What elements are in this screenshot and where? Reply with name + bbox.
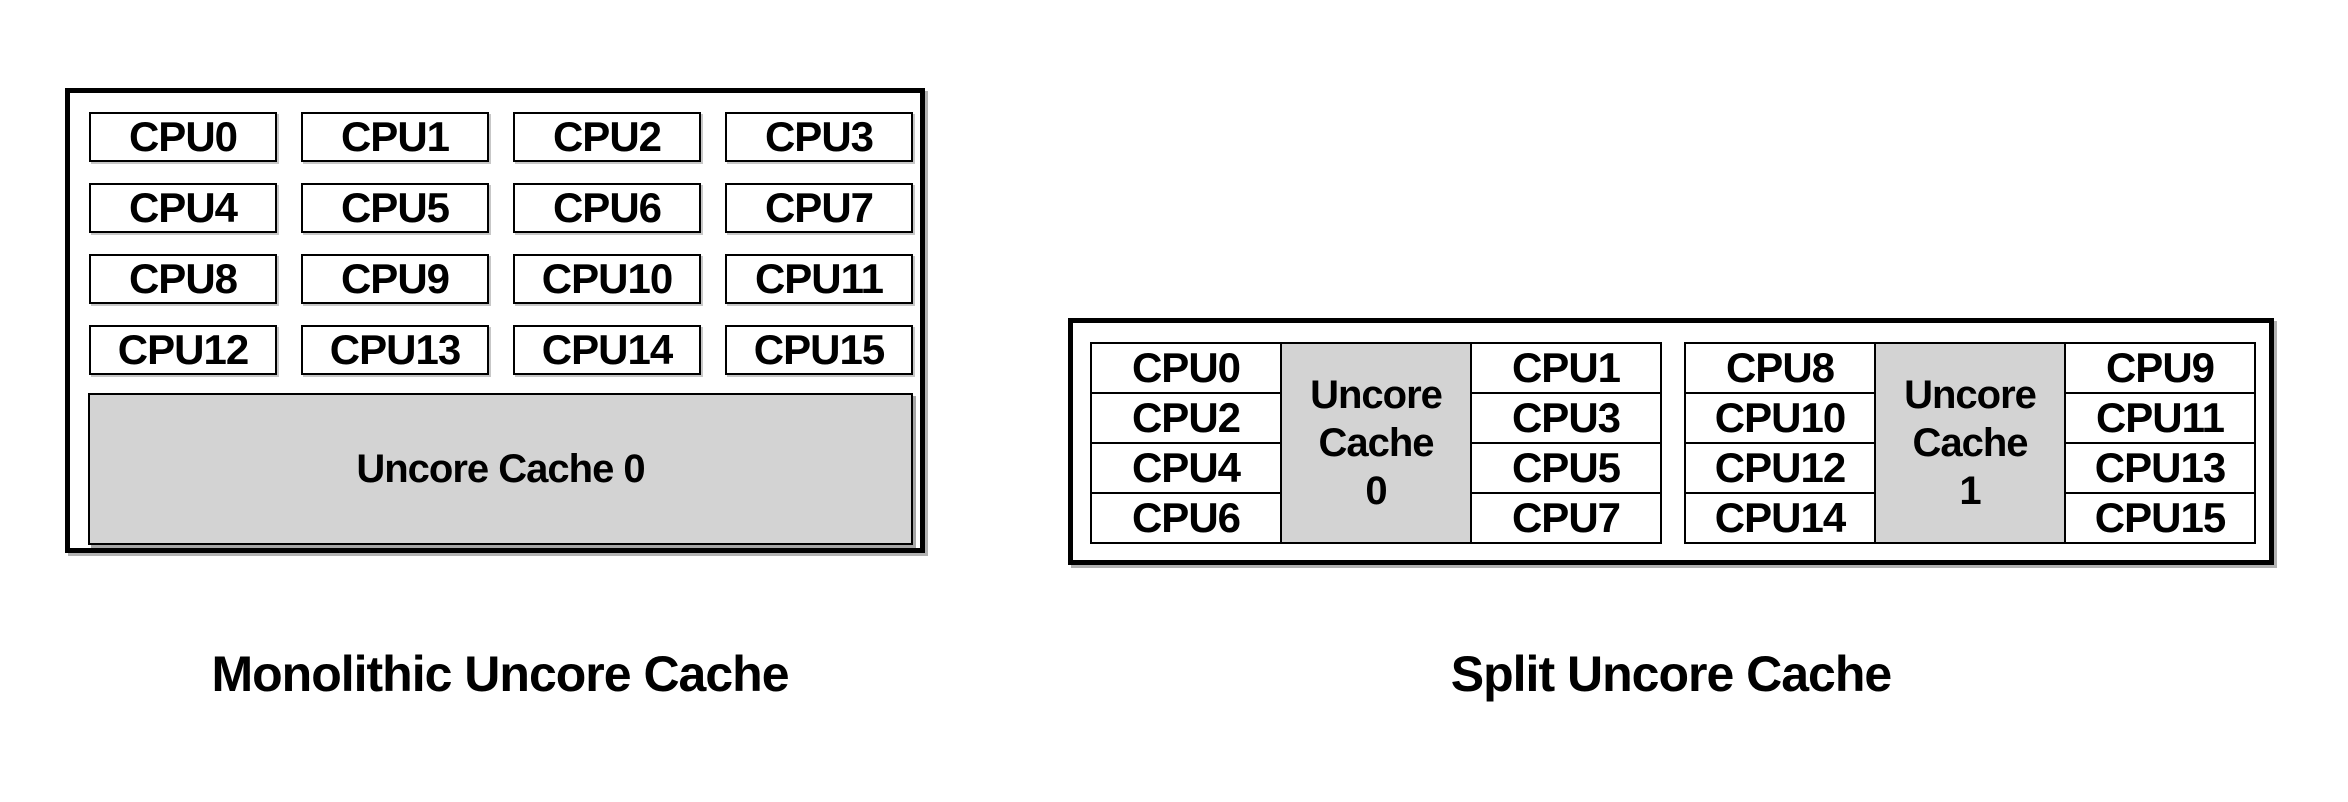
cpu-box: CPU13: [301, 325, 489, 375]
uncore-cache-0-box: Uncore Cache 0: [88, 393, 913, 545]
cpu-box: CPU1: [301, 112, 489, 162]
monolithic-title: Monolithic Uncore Cache: [211, 646, 789, 702]
cpu-cell: CPU15: [2066, 494, 2254, 542]
cpu-cell: CPU9: [2066, 344, 2254, 392]
cpu-cell: CPU8: [1686, 344, 1874, 392]
cpu-box: CPU3: [725, 112, 913, 162]
uncore-cache-line: Uncore: [1310, 373, 1443, 417]
cpu-box: CPU10: [513, 254, 701, 304]
cpu-cell: CPU2: [1092, 394, 1280, 442]
cpu-box: CPU0: [89, 112, 277, 162]
monolithic-chip-box: CPU0 CPU1 CPU2 CPU3 CPU4 CPU5 CPU6 CPU7 …: [65, 88, 925, 553]
cpu-box: CPU8: [89, 254, 277, 304]
cpu-grid: CPU0 CPU1 CPU2 CPU3 CPU4 CPU5 CPU6 CPU7 …: [89, 112, 913, 375]
cpu-cell: CPU10: [1686, 394, 1874, 442]
cpu-box: CPU2: [513, 112, 701, 162]
cache-group-0: CPU0 CPU2 CPU4 CPU6 Uncore Cache 0 CPU1 …: [1090, 342, 1662, 544]
cpu-box: CPU9: [301, 254, 489, 304]
cpu-cell: CPU14: [1686, 494, 1874, 542]
uncore-cache-0-cell: Uncore Cache 0: [1282, 344, 1470, 542]
split-title: Split Uncore Cache: [1450, 646, 1892, 702]
cpu-box: CPU4: [89, 183, 277, 233]
uncore-cache-line: Cache: [1912, 421, 2028, 465]
cpu-cell: CPU5: [1472, 444, 1660, 492]
cpu-cell: CPU7: [1472, 494, 1660, 542]
uncore-cache-line: 1: [1959, 469, 1981, 513]
cpu-cell: CPU3: [1472, 394, 1660, 442]
cpu-box: CPU11: [725, 254, 913, 304]
cpu-cell: CPU12: [1686, 444, 1874, 492]
cpu-cell: CPU13: [2066, 444, 2254, 492]
uncore-cache-1-cell: Uncore Cache 1: [1876, 344, 2064, 542]
cpu-box: CPU6: [513, 183, 701, 233]
uncore-cache-line: Cache: [1318, 421, 1434, 465]
uncore-cache-0-label: Uncore Cache 0: [356, 446, 645, 491]
cpu-cell: CPU1: [1472, 344, 1660, 392]
cpu-box: CPU12: [89, 325, 277, 375]
cpu-cell: CPU11: [2066, 394, 2254, 442]
split-chip-box: CPU0 CPU2 CPU4 CPU6 Uncore Cache 0 CPU1 …: [1068, 318, 2274, 565]
cpu-cell: CPU6: [1092, 494, 1280, 542]
cpu-box: CPU14: [513, 325, 701, 375]
uncore-cache-line: 0: [1365, 469, 1387, 513]
cpu-box: CPU15: [725, 325, 913, 375]
cpu-cell: CPU4: [1092, 444, 1280, 492]
cache-group-1: CPU8 CPU10 CPU12 CPU14 Uncore Cache 1 CP…: [1684, 342, 2256, 544]
cpu-box: CPU5: [301, 183, 489, 233]
uncore-cache-line: Uncore: [1904, 373, 2037, 417]
cpu-box: CPU7: [725, 183, 913, 233]
cpu-cell: CPU0: [1092, 344, 1280, 392]
